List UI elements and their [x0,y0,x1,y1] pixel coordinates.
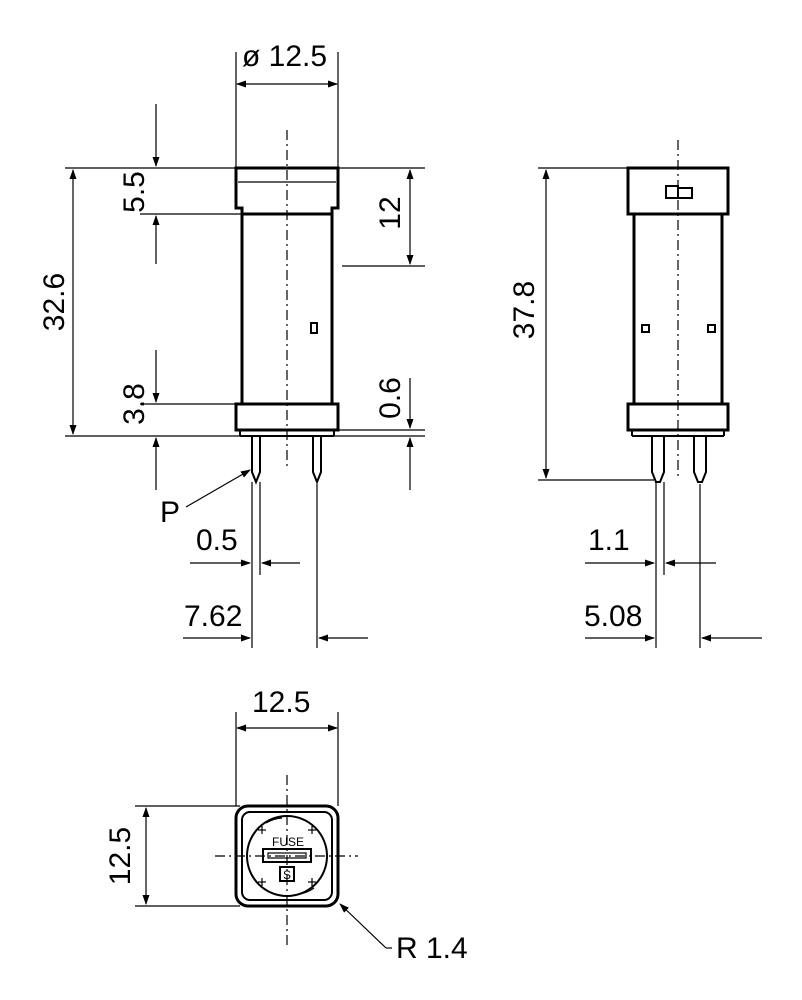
front-gap-label: 0.6 [374,377,407,419]
top-outer-square [234,804,340,908]
top-cap-circle [246,815,328,897]
pin-label: P [160,496,180,529]
front-top-cap-label: 5.5 [118,171,151,213]
side-pin-right [693,436,707,483]
side-pin-pitch-label: 5.08 [584,600,642,633]
front-cap-total-label: 12 [374,196,407,229]
front-pin-pitch-label: 7.62 [184,600,242,633]
front-view: ø 12.5 32.6 5.5 12 3.8 0.6 P [38,40,425,648]
top-width-label: 12.5 [252,686,310,719]
front-base-label: 3.8 [118,383,151,425]
side-view: 37.8 1.1 5.08 [508,140,762,648]
top-height-label: 12.5 [104,827,137,885]
front-pin-right [312,436,322,485]
logo-text: S [283,868,291,882]
side-height-label: 37.8 [508,281,541,339]
front-pin-left [251,436,261,485]
side-pin-width-label: 1.1 [588,524,630,557]
logo-box [279,866,295,882]
top-inner-square [241,811,333,901]
front-marker [310,322,318,334]
corner-radius-label: R 1.4 [396,932,468,965]
front-pin-width-label: 0.5 [196,524,238,557]
fuse-text: FUSE [272,835,304,849]
front-diameter-label: ø 12.5 [242,40,327,73]
side-base [626,402,730,432]
side-pin-left [651,436,665,483]
fuse-slot [262,848,312,863]
front-height-label: 32.6 [38,273,71,331]
top-view: FUSE S 12.5 12.5 R 1.4 [104,686,468,965]
